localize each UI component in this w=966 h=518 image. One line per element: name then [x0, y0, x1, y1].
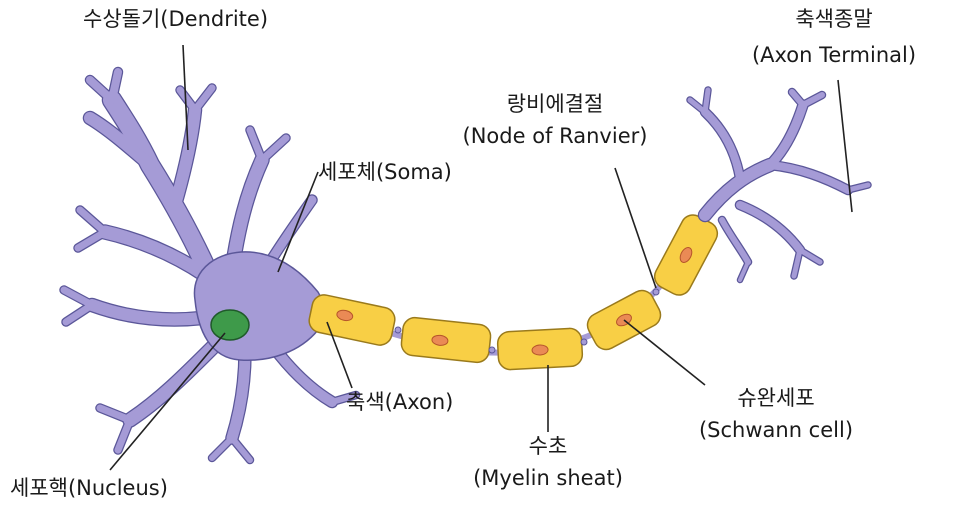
- label-axon: 축색(Axon): [346, 390, 454, 414]
- leader-node: [614, 167, 657, 289]
- node-of-ranvier: [652, 288, 660, 296]
- leader-nucleus: [109, 332, 226, 471]
- node-of-ranvier: [580, 338, 588, 346]
- leader-schwann: [623, 319, 706, 386]
- myelin-segment: [496, 327, 584, 371]
- schwann-nucleus: [531, 344, 549, 356]
- nodes-of-ranvier: [394, 288, 660, 354]
- myelin-sheath: [308, 214, 719, 371]
- leader-axon: [326, 321, 353, 389]
- label-dendrite: 수상돌기(Dendrite): [83, 7, 269, 31]
- label-nucleus: 세포핵(Nucleus): [10, 476, 168, 500]
- leader-dendrite: [182, 44, 189, 151]
- nucleus: [210, 309, 250, 341]
- label-node-of-ranvier: 랑비에결절 (Node of Ranvier): [462, 92, 648, 148]
- label-axon-terminal: 축색종말 (Axon Terminal): [751, 7, 917, 67]
- label-schwann-cell: 슈완세포 (Schwann cell): [698, 386, 854, 442]
- schwann-nucleus: [336, 309, 354, 322]
- axon-terminal: [686, 86, 872, 284]
- myelin-segment: [308, 294, 396, 346]
- myelin-segment: [653, 214, 719, 296]
- leader-lines: [109, 44, 853, 471]
- schwann-nucleus: [679, 247, 693, 263]
- soma: [193, 251, 325, 361]
- schwann-nucleus: [431, 334, 449, 346]
- node-of-ranvier: [488, 346, 496, 354]
- leader-soma: [277, 171, 319, 273]
- label-myelin-sheath: 수초 (Myelin sheat): [473, 434, 623, 490]
- dendrites: [59, 66, 361, 465]
- leader-axon-terminal: [837, 79, 853, 213]
- label-soma: 세포체(Soma): [318, 160, 452, 184]
- myelin-segment: [400, 316, 492, 364]
- node-of-ranvier: [394, 326, 402, 334]
